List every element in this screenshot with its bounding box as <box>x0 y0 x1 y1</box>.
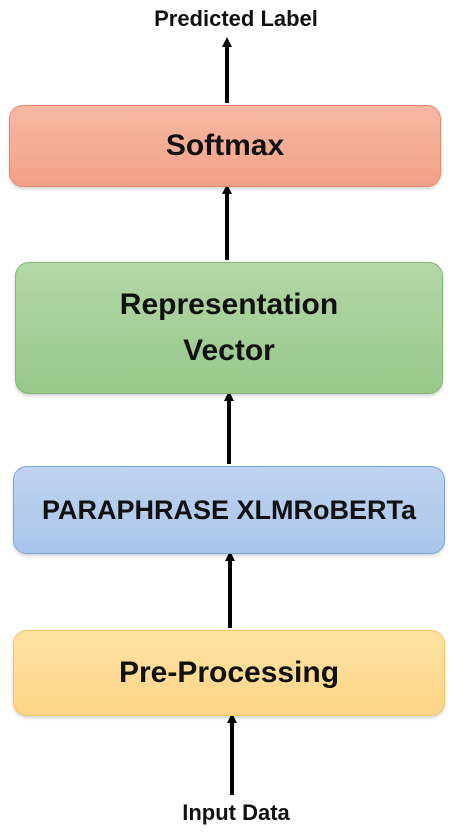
xlmroberta-box: PARAPHRASE XLMRoBERTa <box>13 466 445 554</box>
representation-label-line1: Representation <box>119 288 339 321</box>
preprocessing-label: Pre-Processing <box>118 656 340 689</box>
output-label: Predicted Label <box>154 6 318 31</box>
preprocessing-box: Pre-Processing <box>13 630 445 716</box>
softmax-box: Softmax <box>9 105 441 187</box>
representation-label-line2: Vector <box>183 334 275 367</box>
softmax-label: Softmax <box>165 129 285 162</box>
xlmroberta-label: PARAPHRASE XLMRoBERTa <box>41 495 417 525</box>
representation-vector-box: Representation Vector <box>15 262 443 394</box>
input-label: Input Data <box>182 800 290 825</box>
